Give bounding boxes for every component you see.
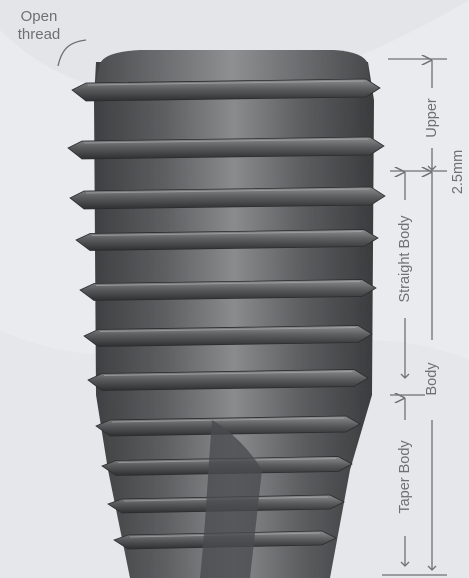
thread-ridge bbox=[76, 230, 378, 251]
open-thread-label-line2: thread bbox=[14, 27, 64, 42]
thread-ridge bbox=[72, 79, 380, 101]
open-thread-label: Open thread bbox=[14, 9, 64, 42]
upper-label: Upper bbox=[425, 98, 440, 138]
taper-body-label: Taper Body bbox=[398, 440, 413, 513]
straight-body-label: Straight Body bbox=[398, 215, 413, 302]
open-thread-label-line1: Open bbox=[14, 9, 64, 24]
body-label: Body bbox=[425, 362, 440, 395]
thread-ridge bbox=[70, 187, 385, 209]
dimension-label: 2.5mm bbox=[451, 150, 466, 194]
thread-ridge bbox=[68, 137, 384, 159]
thread-ridge bbox=[80, 280, 376, 301]
